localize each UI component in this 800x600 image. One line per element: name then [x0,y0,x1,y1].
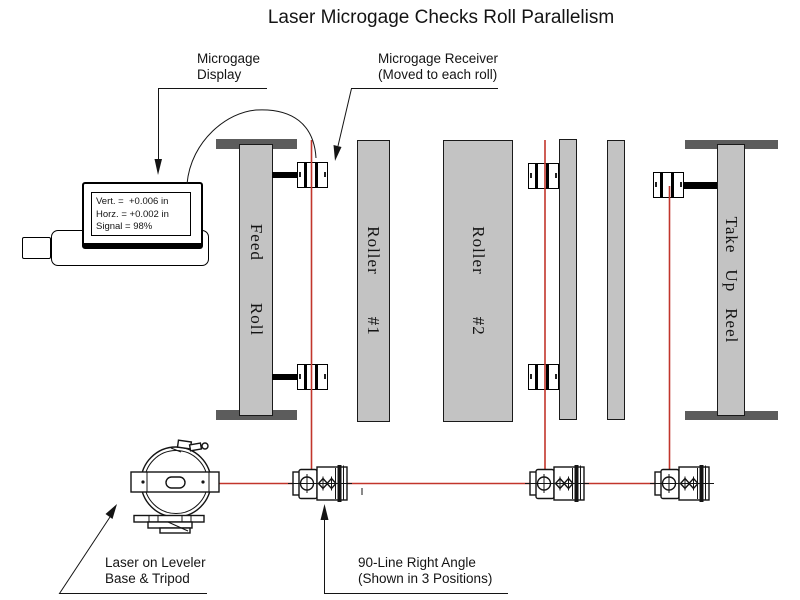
readout-horizontal: Horz. = +0.002 in [96,208,169,220]
microgage-receiver-unit [528,163,559,189]
leveler-base-bracket [133,514,205,523]
arrowhead-icon [154,159,162,175]
readout-vertical: Vert. = +0.006 in [96,196,169,207]
idler-roll-b [607,140,625,420]
receiver-mount-stub [272,172,298,178]
microgage-receiver-unit [297,162,328,188]
display-base-knob [22,237,51,259]
right-angle-prism-device [288,465,352,502]
take-up-reel-body [717,144,745,416]
adjuster-knob-icon [176,439,193,450]
receiver-mount-stub [684,182,717,189]
callout-laser-leveler: Laser on Leveler Base & Tripod [105,555,206,586]
display-screen: Vert. = +0.006 in Horz. = +0.002 in Sign… [91,192,191,236]
feed-roll-body [239,144,273,416]
microgage-receiver-unit [528,364,559,390]
arrowhead-icon [105,504,117,519]
right-angle-devices-layer [288,465,714,502]
adjuster-knob-icon [188,442,203,452]
arrowhead-icon [333,145,342,161]
right-angle-prism-device [650,465,714,502]
readout-signal: Signal = 98% [96,221,153,232]
microgage-receiver-unit [653,172,684,198]
laser-transmitter-on-tripod [130,439,220,534]
callout-microgage-display: Microgage Display [197,51,261,82]
roller-1-body [357,140,390,422]
laser-aperture-slot [165,476,186,489]
arrowhead-icon [320,504,329,520]
diagram-title: Laser Microgage Checks Roll Parallelism [267,7,615,28]
roller-1-label: Roller#1 [364,226,383,336]
leader-microgage-receiver [337,88,498,147]
callout-right-angle: 90-Line Right Angle (Shown in 3 Position… [358,555,493,586]
right-angle-prism-device [525,465,589,502]
microgage-receiver-unit [297,364,328,390]
roller-2-label: Roller#2 [469,226,488,336]
idler-roll-a [559,139,577,420]
receiver-mount-stub [272,374,298,380]
callout-microgage-receiver: Microgage Receiver (Moved to each roll) [378,51,499,82]
